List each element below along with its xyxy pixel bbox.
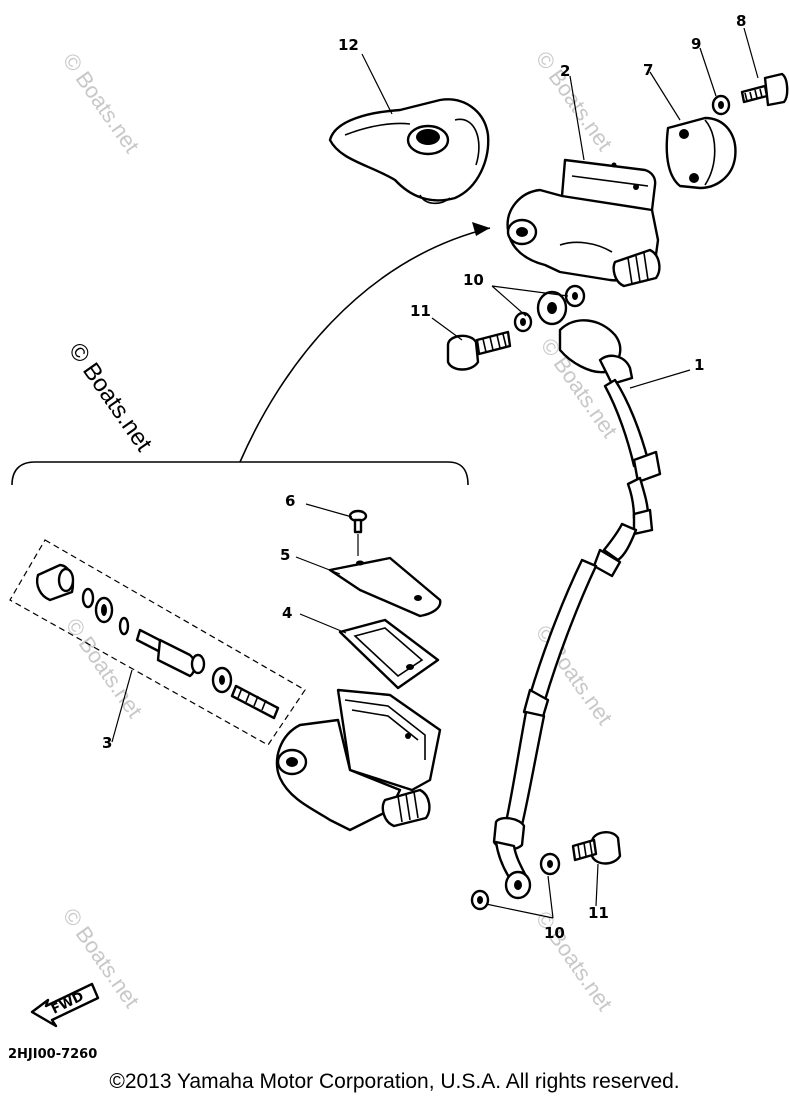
callout-10-bottom: 10 [544, 924, 565, 942]
leader-lines [111, 27, 759, 919]
callout-4: 4 [282, 604, 292, 622]
callout-10-top: 10 [463, 271, 484, 289]
part-10-washers-bottom [470, 852, 561, 911]
callout-12: 12 [338, 36, 359, 54]
callout-9: 9 [691, 35, 701, 53]
part-1-brake-hose [492, 290, 662, 900]
callout-3: 3 [102, 734, 112, 752]
arrow-head [472, 222, 490, 236]
part-3-cylinder-kit [36, 563, 280, 720]
callout-1: 1 [694, 356, 704, 374]
part-2-master-cylinder [506, 158, 661, 288]
callout-6: 6 [285, 492, 295, 510]
callout-5: 5 [280, 546, 290, 564]
callout-11-bottom: 11 [588, 904, 609, 922]
detail-bracket [11, 461, 469, 486]
copyright-notice: ©2013 Yamaha Motor Corporation, U.S.A. A… [109, 1070, 680, 1093]
callouts: 12 2 7 9 8 10 11 1 6 5 4 3 11 10 [102, 12, 746, 942]
part-11-bolt-bottom [571, 831, 622, 865]
part-12-cover [328, 98, 490, 205]
part-11-bolt-top [446, 330, 512, 371]
watermark-prominent: © Boats.net [63, 338, 157, 457]
part-8-bolt [740, 72, 789, 107]
master-cylinder-body-exploded [275, 688, 442, 832]
part-6-screw [348, 509, 368, 556]
watermark: © Boats.net [531, 907, 618, 1016]
part-4-diaphragm [338, 618, 440, 690]
callout-2: 2 [560, 62, 570, 80]
watermark: © Boats.net [61, 614, 148, 723]
callout-7: 7 [643, 61, 653, 79]
callout-8: 8 [736, 12, 746, 30]
assembly-arrow [239, 227, 491, 463]
callout-11-top: 11 [410, 302, 431, 320]
kit-3-boundary [9, 539, 306, 746]
part-5-cap [328, 556, 442, 618]
watermark: © Boats.net [58, 49, 145, 158]
part-7-holder [665, 116, 737, 190]
fwd-arrow: FWD [30, 982, 100, 1028]
diagram-code: 2HJI00-7260 [8, 1047, 97, 1062]
part-9-washer [711, 94, 731, 116]
